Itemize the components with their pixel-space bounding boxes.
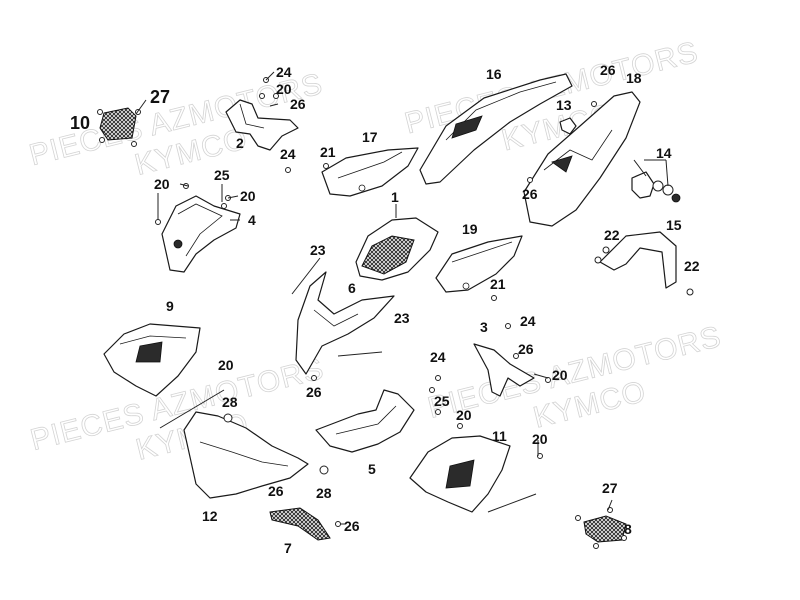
callout-27: 27 [150, 87, 170, 107]
part-15-grab-rail [594, 231, 694, 296]
callout-20: 20 [552, 367, 568, 383]
part-7-mesh-strip [269, 507, 331, 541]
callout-20: 20 [154, 176, 170, 192]
callout-25: 25 [214, 167, 230, 183]
callout-5: 5 [368, 461, 376, 477]
callout-22: 22 [604, 227, 620, 243]
callout-15: 15 [666, 217, 682, 233]
callout-2: 2 [236, 135, 244, 151]
callout-26: 26 [600, 62, 616, 78]
part-6-front-fairing [291, 257, 395, 375]
callout-24: 24 [276, 64, 292, 80]
callout-4: 4 [248, 212, 256, 228]
part-14-lock [631, 171, 681, 203]
part-16-rear-cowl [419, 73, 573, 185]
callout-9: 9 [166, 298, 174, 314]
callout-17: 17 [362, 129, 378, 145]
callout-21: 21 [490, 276, 506, 292]
callout-26: 26 [518, 341, 534, 357]
part-1-windscreen [355, 217, 439, 281]
callout-24: 24 [280, 146, 296, 162]
callout-21: 21 [320, 144, 336, 160]
callout-13: 13 [556, 97, 572, 113]
callout-23: 23 [310, 242, 326, 258]
part-10-grille [97, 107, 141, 147]
callout-16: 16 [486, 66, 502, 82]
callout-28: 28 [222, 394, 238, 410]
callout-25: 25 [434, 393, 450, 409]
callout-20: 20 [276, 81, 292, 97]
part-9-lower-fairing-left [103, 323, 201, 397]
callout-27: 27 [602, 480, 618, 496]
callout-20: 20 [532, 431, 548, 447]
part-3-inner-bracket [473, 323, 535, 397]
callout-11: 11 [492, 428, 507, 444]
part-19-side-panel [435, 235, 523, 293]
callout-24: 24 [520, 313, 536, 329]
callout-7: 7 [284, 540, 292, 556]
callout-6: 6 [348, 280, 356, 296]
part-8-grille [575, 507, 627, 549]
leader-lines [135, 71, 669, 531]
callout-1: 1 [391, 189, 399, 205]
callout-12: 12 [202, 508, 218, 524]
callout-19: 19 [462, 221, 478, 237]
callout-26: 26 [268, 483, 284, 499]
part-18-tail-cover [523, 91, 641, 227]
part-11-lower-fairing-right [409, 435, 537, 513]
callout-24: 24 [430, 349, 446, 365]
callout-26: 26 [306, 384, 322, 400]
callout-26: 26 [522, 186, 538, 202]
callout-26: 26 [344, 518, 360, 534]
part-2-bracket [225, 77, 299, 151]
part-5-center-cover [315, 389, 415, 453]
callout-14: 14 [656, 145, 672, 161]
callout-28: 28 [316, 485, 332, 501]
callout-18: 18 [626, 70, 642, 86]
part-28-nut [223, 413, 233, 423]
callout-26: 26 [290, 96, 306, 112]
callout-3: 3 [480, 319, 488, 335]
callout-10: 10 [70, 113, 90, 133]
callout-23: 23 [394, 310, 410, 326]
part-4-side-stay [155, 193, 241, 273]
callout-8: 8 [624, 521, 632, 537]
callout-labels: 10 27 24 20 26 2 24 21 17 16 13 26 18 14… [70, 62, 700, 556]
callout-20: 20 [456, 407, 472, 423]
part-28-nut [319, 465, 329, 475]
part-13-clip [559, 117, 577, 135]
callout-22: 22 [684, 258, 700, 274]
part-12-belly-pan [159, 389, 309, 499]
callout-20: 20 [240, 188, 256, 204]
part-17-side-panel [321, 147, 419, 197]
fasteners [183, 93, 597, 527]
callout-20: 20 [218, 357, 234, 373]
